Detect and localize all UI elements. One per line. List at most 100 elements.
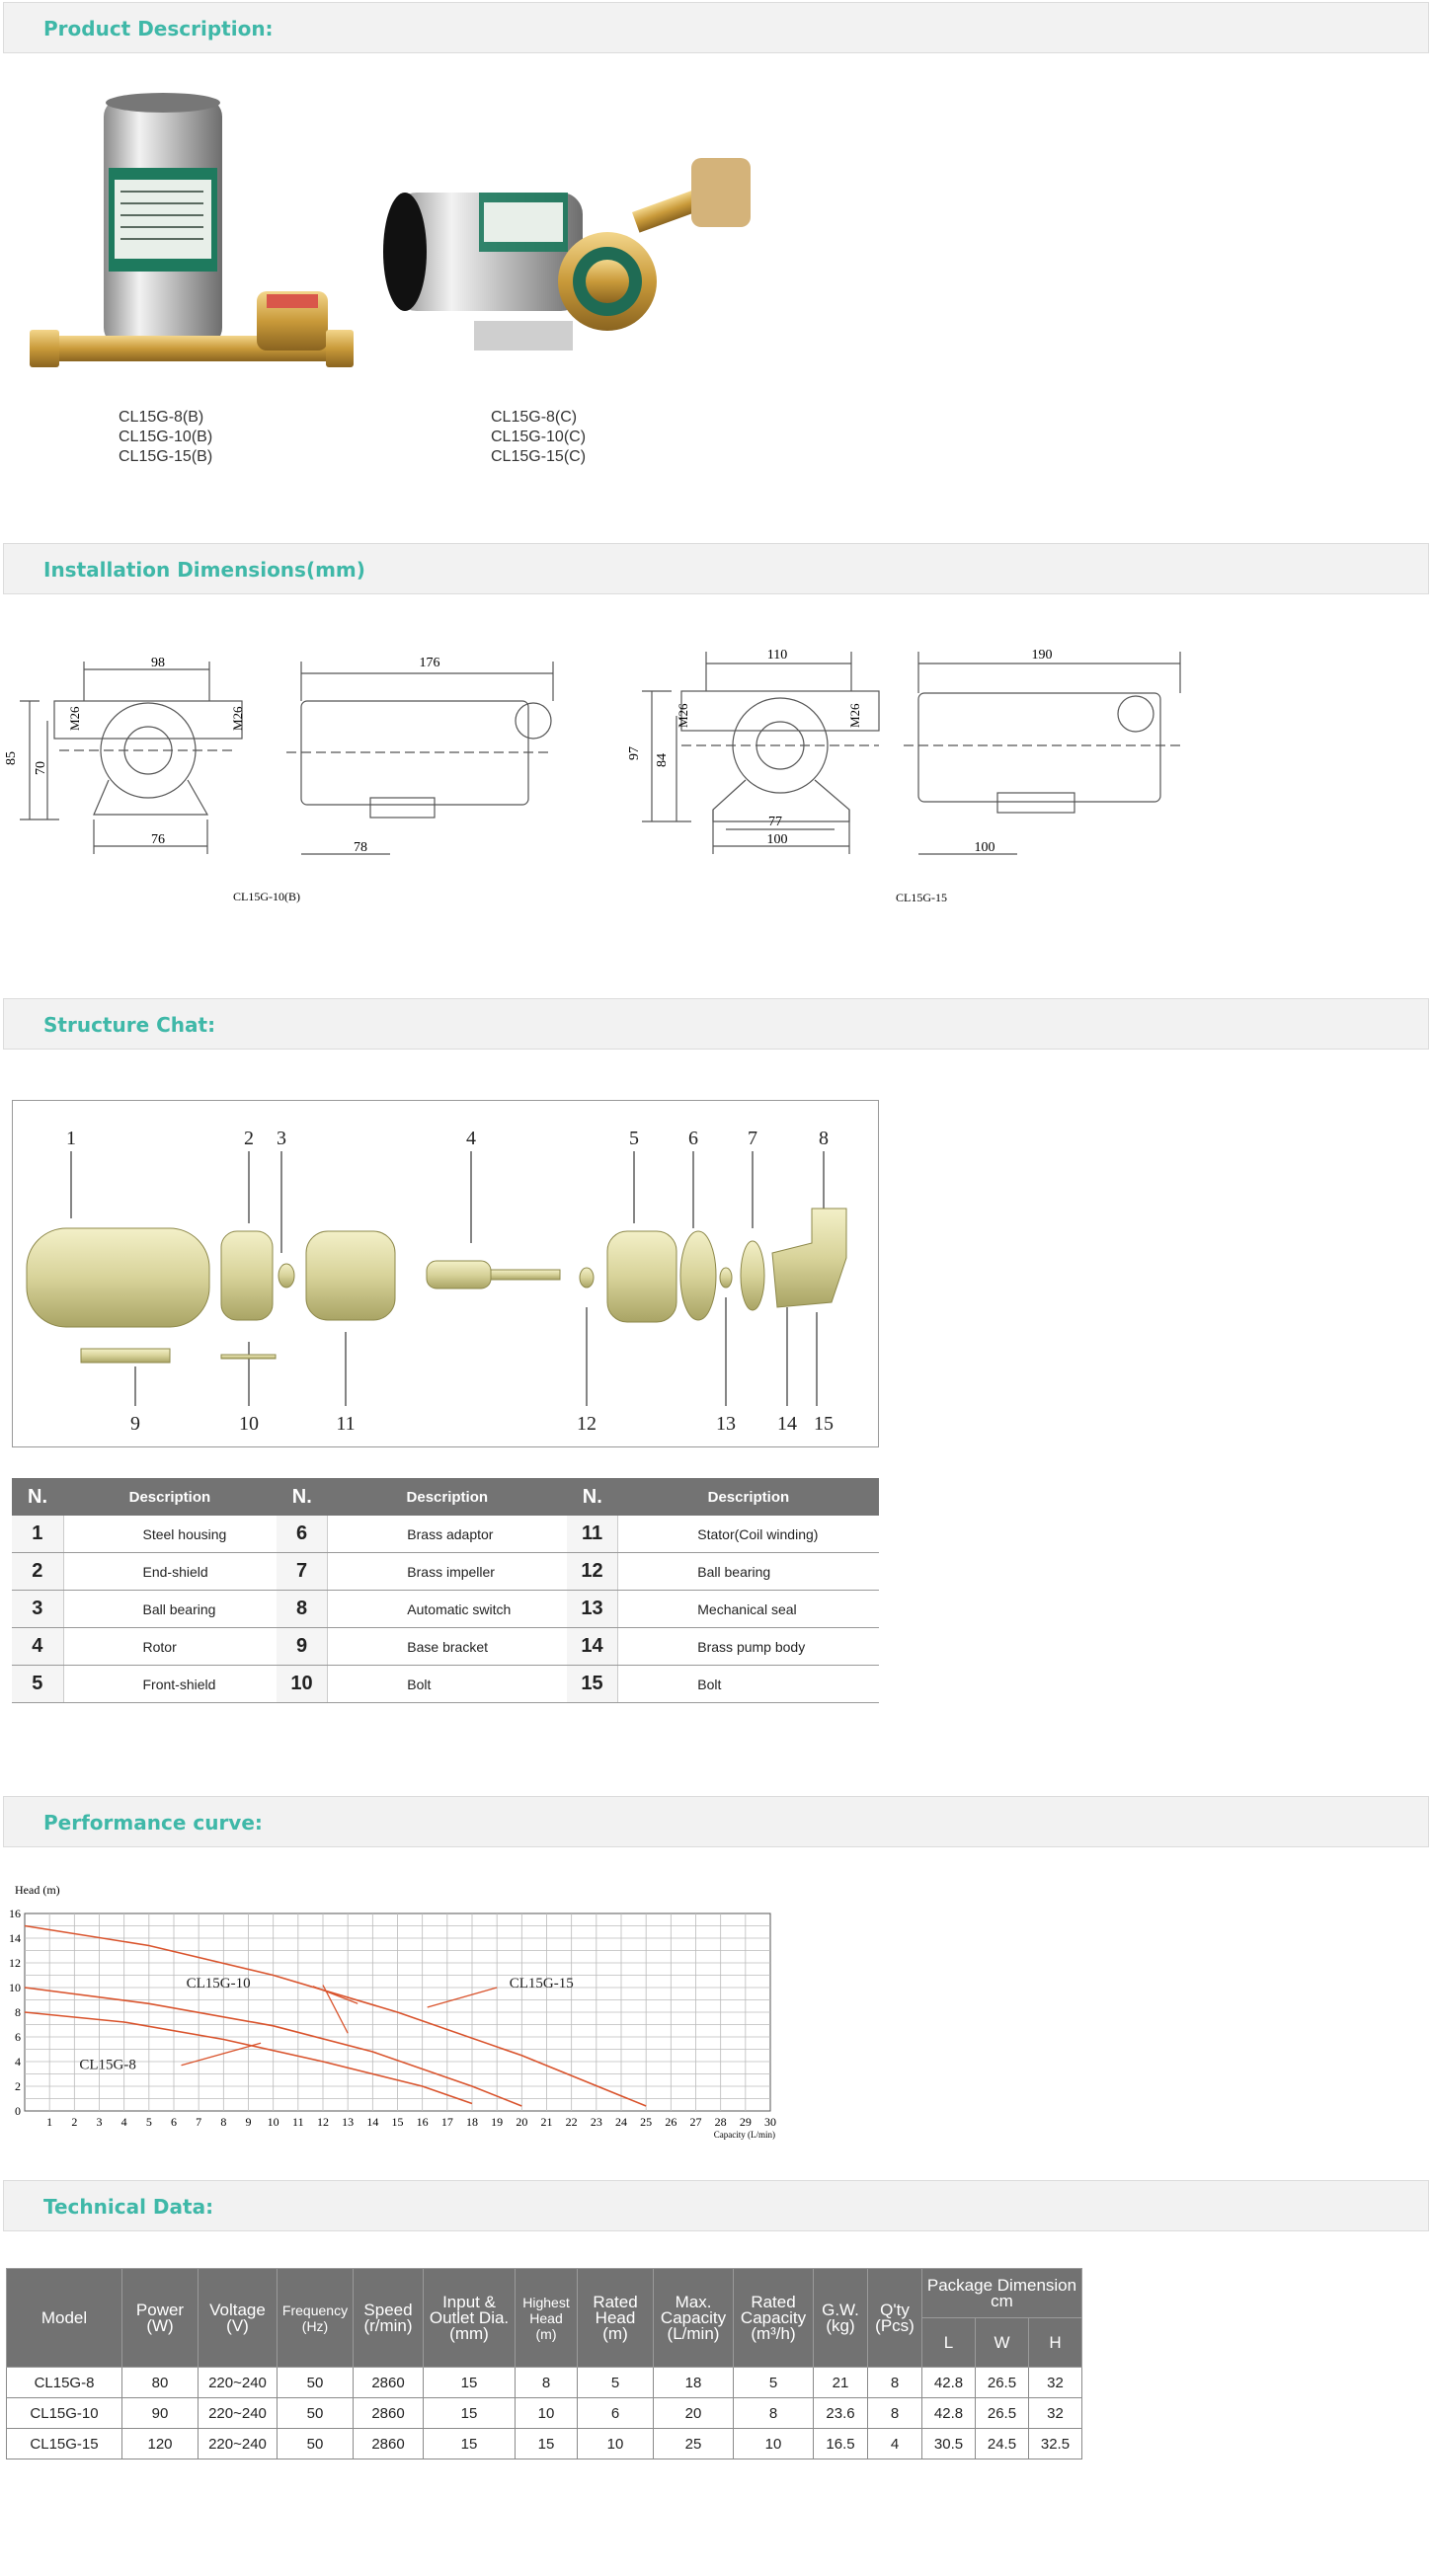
header-line: Speed (363, 2300, 413, 2319)
table-cell: 25 (653, 2428, 734, 2459)
dim-thread-left: M26 (676, 703, 690, 728)
column-header: N. (276, 1478, 328, 1516)
table-cell: 26.5 (974, 2397, 1029, 2429)
table-cell: 90 (121, 2397, 199, 2429)
part-number: 11 (566, 1516, 619, 1553)
y-tick-label: 0 (15, 2104, 21, 2118)
table-cell: 16.5 (813, 2428, 868, 2459)
callout-label: 4 (466, 1128, 476, 1149)
column-header: Description (327, 1478, 567, 1516)
header-line: Frequency (281, 2302, 349, 2318)
dim-height-total: 85 (4, 751, 19, 765)
part-number: 14 (566, 1627, 619, 1666)
part-description: Bolt (617, 1665, 879, 1703)
dim-thread-right: M26 (847, 703, 862, 728)
x-tick-label: 20 (516, 2115, 527, 2129)
structure-exploded-diagram: 1 2 3 4 5 6 7 8 9 10 11 12 13 14 15 (12, 1100, 879, 1447)
column-header: Max.Capacity(L/min) (653, 2268, 734, 2368)
technical-data-table: Model Power(W) Voltage(V) Frequency(Hz) … (6, 2268, 1083, 2459)
column-header: Q'ty(Pcs) (867, 2268, 922, 2368)
column-header: Description (63, 1478, 277, 1516)
table-cell: 10 (515, 2397, 578, 2429)
table-cell: CL15G-15 (6, 2428, 122, 2459)
header-line: (m) (602, 2323, 628, 2343)
part-number: 15 (566, 1665, 619, 1703)
header-line: (Pcs) (875, 2315, 915, 2335)
table-cell: 8 (867, 2397, 922, 2429)
dim-height-total: 97 (627, 746, 642, 760)
column-header: H (1027, 2317, 1083, 2368)
series-line-cl15g-15 (24, 1924, 647, 2107)
column-header: W (974, 2317, 1029, 2368)
header-line: Rated (751, 2292, 796, 2311)
table-header-row: Model Power(W) Voltage(V) Frequency(Hz) … (6, 2268, 1082, 2368)
y-tick-label: 12 (10, 1956, 21, 1970)
header-line: Package Dimension (926, 2275, 1077, 2295)
x-tick-label: 4 (121, 2115, 127, 2129)
label-leader-line (427, 1987, 498, 2008)
x-tick-label: 8 (220, 2115, 226, 2129)
header-line: Outlet Dia. (429, 2307, 510, 2327)
dim-height-inner: 84 (655, 753, 670, 767)
column-header: N. (12, 1478, 63, 1516)
part-number: 9 (276, 1627, 329, 1666)
table-cell: 42.8 (921, 2397, 976, 2429)
table-header-row: N. Description N. Description N. Descrip… (12, 1478, 879, 1516)
part-number: 7 (276, 1552, 329, 1591)
series-line-cl15g-8 (24, 2011, 473, 2105)
callout-label: 11 (336, 1413, 355, 1435)
header-line: (W) (146, 2315, 174, 2335)
y-tick-label: 14 (10, 1931, 21, 1945)
callout-label: 6 (688, 1128, 698, 1149)
dim-base-offset: 78 (354, 840, 367, 855)
column-header: Frequency(Hz) (277, 2268, 354, 2368)
x-tick-label: 25 (640, 2115, 652, 2129)
column-header: Input &Outlet Dia.(mm) (423, 2268, 516, 2368)
part-number: 8 (276, 1590, 329, 1628)
x-tick-label: 18 (466, 2115, 478, 2129)
x-tick-label: 24 (615, 2115, 627, 2129)
part-description: Bolt (327, 1665, 567, 1703)
dim-thread-left: M26 (67, 706, 82, 731)
x-tick-label: 13 (342, 2115, 354, 2129)
header-line: cm (991, 2291, 1013, 2310)
section-header-installation: Installation Dimensions(mm) (3, 543, 1429, 594)
part-description: Base bracket (327, 1627, 567, 1666)
part-number: 3 (12, 1590, 64, 1628)
x-tick-label: 1 (46, 2115, 52, 2129)
table-cell: 23.6 (813, 2397, 868, 2429)
column-header: L (921, 2317, 976, 2368)
series-line-cl15g-10 (24, 1987, 522, 2107)
table-cell: 2860 (353, 2428, 424, 2459)
header-line: G.W. (822, 2300, 859, 2319)
series-label: CL15G-8 (79, 2058, 136, 2073)
x-tick-label: 26 (665, 2115, 676, 2129)
table-cell: 15 (423, 2428, 516, 2459)
callout-label: 10 (239, 1413, 259, 1435)
dim-height-inner: 70 (34, 761, 48, 775)
x-tick-label: 6 (171, 2115, 177, 2129)
label-leader-line (181, 2042, 262, 2067)
model-label: CL15G-10(B) (119, 429, 213, 445)
table-cell: 2860 (353, 2367, 424, 2398)
dim-base-inner: 77 (768, 815, 782, 829)
x-tick-label: 5 (146, 2115, 152, 2129)
x-tick-label: 14 (366, 2115, 378, 2129)
callout-label: 8 (819, 1128, 829, 1149)
header-line: (V) (226, 2315, 249, 2335)
x-tick-label: 12 (317, 2115, 329, 2129)
series-label: CL15G-15 (510, 1976, 574, 1991)
part-number: 5 (12, 1665, 64, 1703)
table-cell: 32 (1027, 2397, 1083, 2429)
part-description: Automatic switch (327, 1590, 567, 1628)
part-number: 12 (566, 1552, 619, 1591)
dimension-drawing-left: 98 176 85 70 M26 M26 76 78 CL15G-10(B) (4, 656, 554, 903)
model-label: CL15G-8(C) (491, 409, 578, 426)
table-cell: 220~240 (198, 2397, 278, 2429)
x-tick-label: 17 (441, 2115, 453, 2129)
header-line: (Hz) (301, 2317, 329, 2334)
header-line: (m) (535, 2325, 557, 2342)
